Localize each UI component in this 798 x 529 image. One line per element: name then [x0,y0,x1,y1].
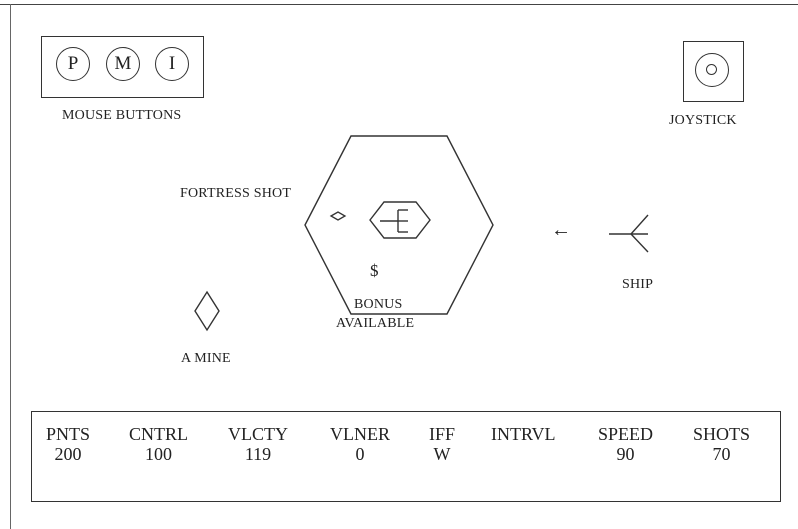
mine-label: A MINE [181,351,231,367]
stat-value: 119 [228,444,288,464]
stat-name: SHOTS [693,424,750,444]
stats-panel: PNTS 200 CNTRL 100 VLCTY 119 VLNER 0 IFF… [31,411,781,502]
stat-value: 100 [129,444,188,464]
stat-value [491,444,556,464]
stat-shots: SHOTS 70 [693,424,750,464]
mine-icon [195,292,219,330]
stat-name: VLNER [330,424,390,444]
stat-value: 0 [330,444,390,464]
stat-iff: IFF W [429,424,455,464]
stat-name: PNTS [46,424,90,444]
stat-vlner: VLNER 0 [330,424,390,464]
stat-name: VLCTY [228,424,288,444]
stat-name: IFF [429,424,455,444]
stat-value: 200 [46,444,90,464]
fortress-shot-icon [331,212,345,220]
stat-speed: SPEED 90 [598,424,653,464]
stat-name: INTRVL [491,424,556,444]
ship-icon [609,215,648,252]
bonus-label-line2: AVAILABLE [336,316,414,332]
stat-name: CNTRL [129,424,188,444]
ship-direction-arrow-icon: ← [551,219,571,242]
fortress-hexagon-outline [305,136,493,314]
stat-vlcty: VLCTY 119 [228,424,288,464]
stat-value: 90 [598,444,653,464]
ship-label: SHIP [622,277,653,293]
stat-cntrl: CNTRL 100 [129,424,188,464]
stat-name: SPEED [598,424,653,444]
stat-intrvl: INTRVL [491,424,556,464]
bonus-label-line1: BONUS [354,297,402,313]
fortress-cannon-icon [380,210,408,232]
bonus-symbol: $ [370,261,379,281]
stat-pnts: PNTS 200 [46,424,90,464]
stat-value: 70 [693,444,750,464]
fortress-shot-label: FORTRESS SHOT [180,186,291,202]
stat-value: W [429,444,455,464]
